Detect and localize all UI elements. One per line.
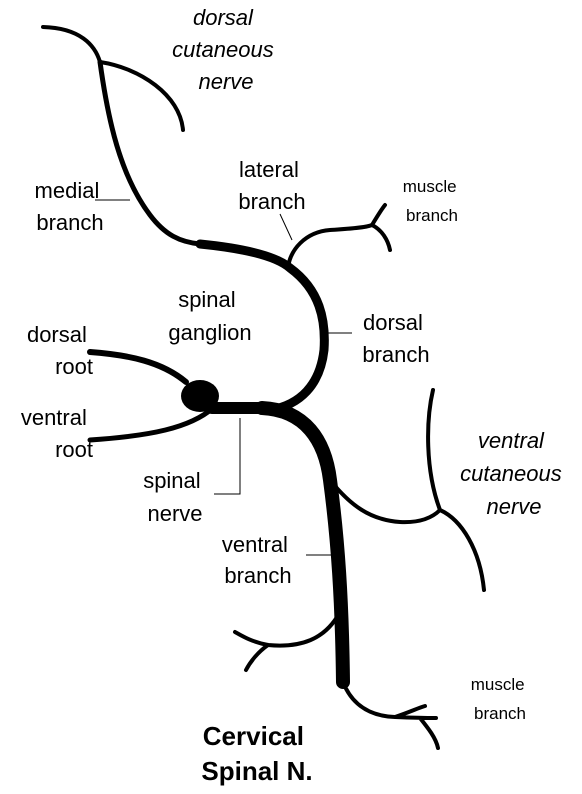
leader-lateral-branch — [280, 214, 292, 240]
dorsal-cutaneous-nerve-path — [43, 27, 183, 130]
left-mid-branch-path — [235, 612, 340, 670]
label-ventral-root: ventral root — [21, 405, 93, 462]
label-spinal-nerve: spinal nerve — [143, 468, 207, 526]
ventral-root-path — [90, 408, 213, 440]
label-dorsal-root: dorsal root — [27, 322, 93, 379]
leader-spinal-nerve — [214, 418, 240, 494]
label-muscle-branch-lower: muscle branch — [471, 675, 530, 723]
muscle-branch-lower-path — [343, 682, 438, 748]
dorsal-root-path — [90, 352, 186, 382]
muscle-branch-upper-path — [372, 205, 390, 250]
label-muscle-branch-upper: muscle branch — [403, 177, 462, 225]
label-medial-branch: medial branch — [35, 178, 106, 235]
ventral-cutaneous-connector-path — [330, 480, 440, 522]
diagram-title: Cervical Spinal N. — [201, 721, 312, 786]
ventral-cutaneous-nerve-path — [428, 390, 484, 590]
medial-branch-path — [100, 62, 200, 244]
label-ventral-cutaneous-nerve: ventral cutaneous nerve — [460, 428, 568, 519]
label-dorsal-cutaneous-nerve: dorsal cutaneous nerve — [172, 5, 280, 94]
label-dorsal-branch: dorsal branch — [362, 310, 429, 367]
lateral-branch-path — [288, 225, 372, 268]
label-spinal-ganglion: spinal ganglion — [168, 287, 251, 345]
label-ventral-branch: ventral branch — [222, 532, 294, 588]
label-lateral-branch: lateral branch — [238, 157, 305, 214]
